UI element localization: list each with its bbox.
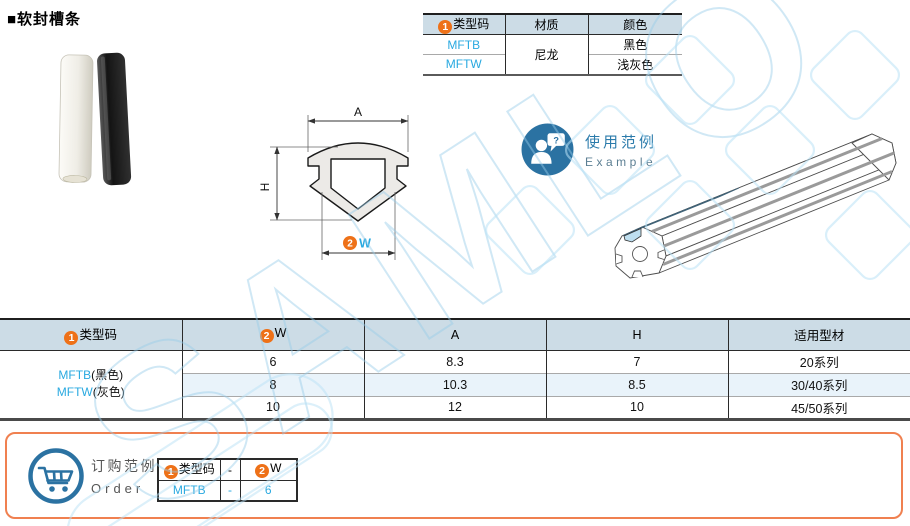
order-col-dash: -	[219, 459, 240, 481]
order-code: MFTB	[172, 483, 206, 498]
profile-value: 45/50系列	[727, 395, 910, 419]
h-value: 10	[545, 395, 728, 419]
main-col-profile: 适用型材	[727, 319, 910, 351]
dim-a-label: A	[354, 105, 362, 119]
profile-hollow	[330, 158, 386, 210]
main-col-a: A	[363, 319, 546, 351]
h-value: 8.5	[545, 372, 728, 396]
cross-section-diagram: A H 2 W	[240, 92, 460, 292]
spec-code-mftb: MFTB	[447, 37, 481, 52]
type-codes-cell: MFTB(黑色) MFTW(灰色)	[0, 350, 182, 419]
spec-color-black: 黑色	[587, 34, 682, 55]
page-title: ■软封槽条	[7, 11, 82, 28]
spec-col-color: 颜色	[587, 14, 682, 35]
badge-2: 2	[255, 464, 270, 479]
order-value-row: MFTB - 6	[158, 480, 297, 501]
w-value: 8	[181, 372, 364, 396]
badge-1: 1	[163, 465, 178, 480]
black-strip	[97, 52, 132, 186]
white-strip	[58, 54, 94, 183]
spec-code-mftw: MFTW	[423, 54, 505, 75]
badge-2: 2	[259, 329, 274, 344]
spec-material-value: 尼龙	[504, 34, 588, 75]
a-value: 12	[363, 395, 546, 419]
svg-text:W: W	[359, 237, 371, 251]
product-photo	[50, 48, 180, 193]
h-value: 7	[545, 350, 728, 373]
spec-row-mftb: MFTB 尼龙 黑色	[423, 34, 682, 75]
seal-strips-image	[58, 52, 132, 186]
profile-illustration	[602, 126, 907, 316]
main-col-h: H	[545, 319, 728, 351]
order-subtitle: Order	[91, 481, 145, 496]
dim-w-lines	[321, 192, 396, 260]
badge-1: 1	[64, 331, 79, 346]
a-value: 8.3	[363, 350, 546, 373]
w-value: 6	[181, 350, 364, 373]
w-value: 10	[181, 395, 364, 419]
order-dash: -	[219, 480, 240, 501]
order-w: 6	[239, 480, 297, 501]
spec-color-gray: 浅灰色	[587, 54, 682, 75]
dim-w-label: 2 W	[343, 236, 371, 251]
badge-1: 1	[438, 20, 453, 34]
spec-col-material: 材质	[504, 14, 588, 35]
a-value: 10.3	[363, 372, 546, 396]
dim-h-lines	[270, 146, 352, 221]
badge-2: 2	[347, 239, 353, 250]
profile-value: 20系列	[727, 350, 910, 373]
cart-icon	[27, 447, 85, 510]
order-title: 订购范例	[91, 458, 157, 474]
profile-value: 30/40系列	[727, 372, 910, 396]
main-row-1: MFTB(黑色) MFTW(灰色) 6 8.3 7 20系列	[0, 350, 910, 419]
example-person-icon: ?	[521, 123, 574, 176]
dim-h-label: H	[258, 183, 272, 192]
svg-text:?: ?	[553, 135, 559, 145]
profile-end-details	[615, 227, 665, 278]
